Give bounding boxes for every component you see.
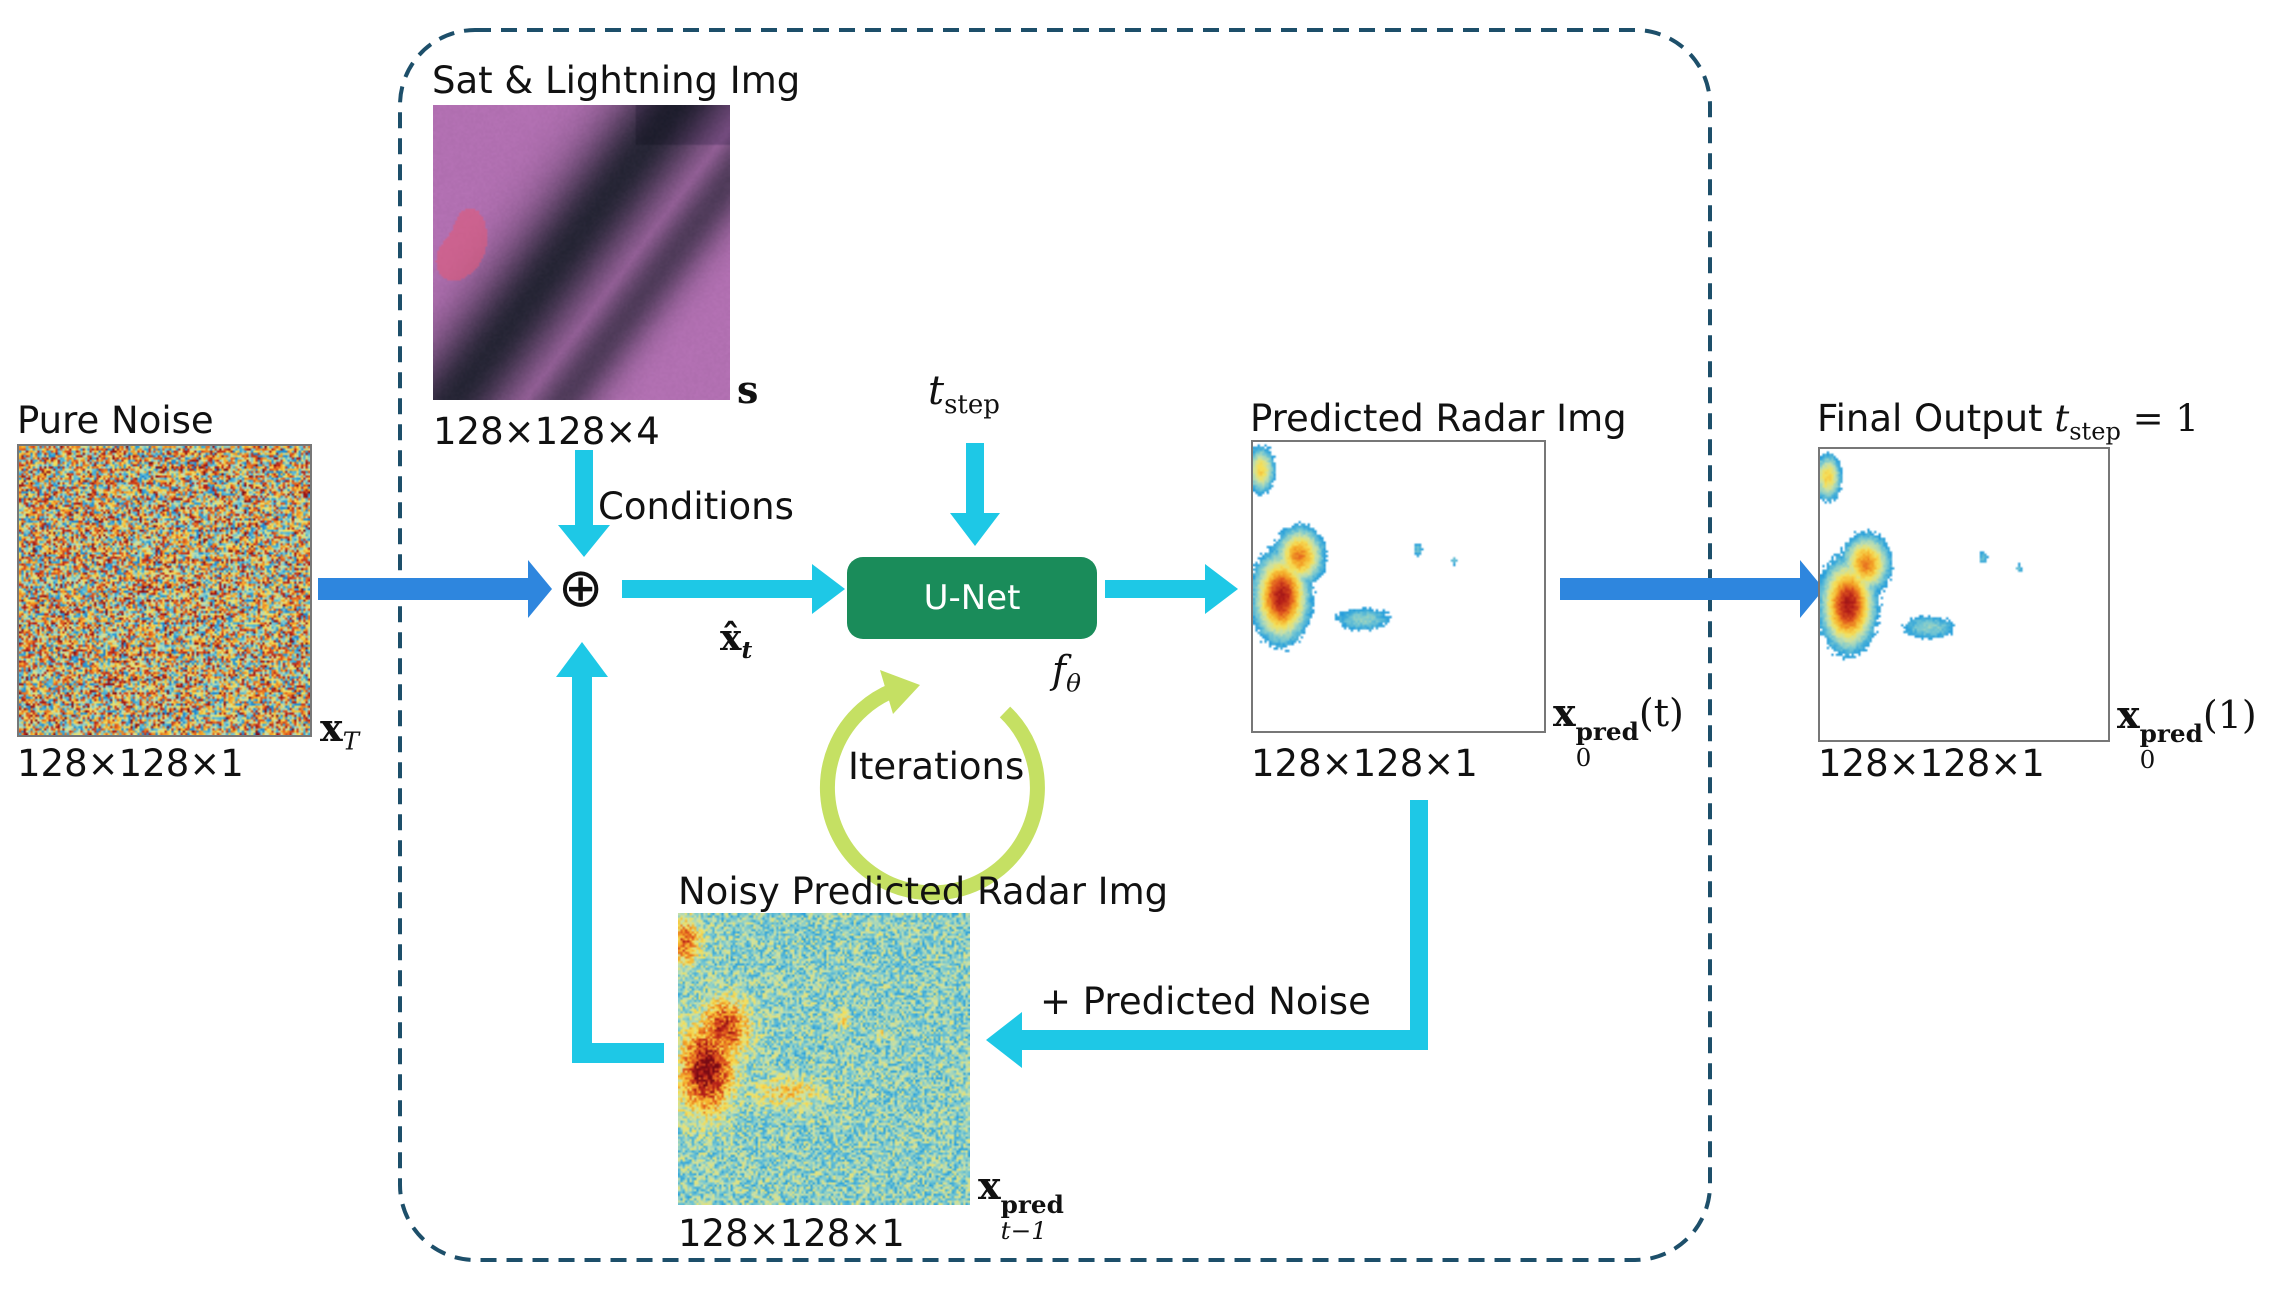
- arrow-noise-to-combine: [318, 560, 552, 618]
- arrow-noisy-to-combine: [556, 642, 664, 1063]
- combine-symbol: ⊕: [558, 556, 604, 619]
- predicted-radar-image: [1251, 440, 1546, 733]
- noisy-predicted-image: [678, 913, 970, 1205]
- final-output-title: Final Output tstep = 1: [1817, 397, 2199, 446]
- arrow-predicted-to-final: [1560, 560, 1824, 618]
- pure-noise-dims: 128×128×1: [17, 742, 244, 785]
- predicted-noise-label: + Predicted Noise: [1040, 980, 1371, 1023]
- iteration-frame: [398, 28, 1712, 1262]
- noisy-predicted-dims: 128×128×1: [678, 1212, 905, 1255]
- pure-noise-title: Pure Noise: [17, 399, 214, 442]
- arrow-combine-to-unet: [622, 564, 845, 614]
- conditions-label: Conditions: [598, 485, 794, 528]
- arrow-conditions-down: [558, 450, 610, 557]
- sat-lightning-dims: 128×128×4: [433, 410, 660, 453]
- final-output-image: [1818, 447, 2110, 742]
- pure-noise-symbol: xT: [320, 705, 360, 756]
- pure-noise-image: [17, 444, 312, 737]
- x-hat-t-symbol: x̂t: [720, 617, 753, 665]
- final-output-dims: 128×128×1: [1818, 742, 2045, 785]
- sat-lightning-symbol: s: [737, 367, 759, 412]
- t-step-symbol: tstep: [928, 368, 1000, 420]
- iterations-label: Iterations: [848, 745, 1025, 788]
- unet-block: U-Net: [847, 557, 1097, 639]
- unet-label: U-Net: [923, 578, 1021, 618]
- arrow-tstep-down: [950, 443, 1000, 546]
- iterations-ring-icon: [819, 670, 1045, 901]
- predicted-radar-title: Predicted Radar Img: [1250, 397, 1627, 440]
- arrow-predicted-to-noisy: [986, 800, 1428, 1068]
- sat-lightning-title: Sat & Lightning Img: [432, 59, 801, 102]
- predicted-radar-dims: 128×128×1: [1251, 742, 1478, 785]
- arrow-unet-to-predicted: [1105, 564, 1238, 614]
- noisy-predicted-title: Noisy Predicted Radar Img: [678, 870, 1169, 913]
- sat-lightning-image: [433, 105, 730, 400]
- unet-function-symbol: fθ: [1052, 648, 1081, 698]
